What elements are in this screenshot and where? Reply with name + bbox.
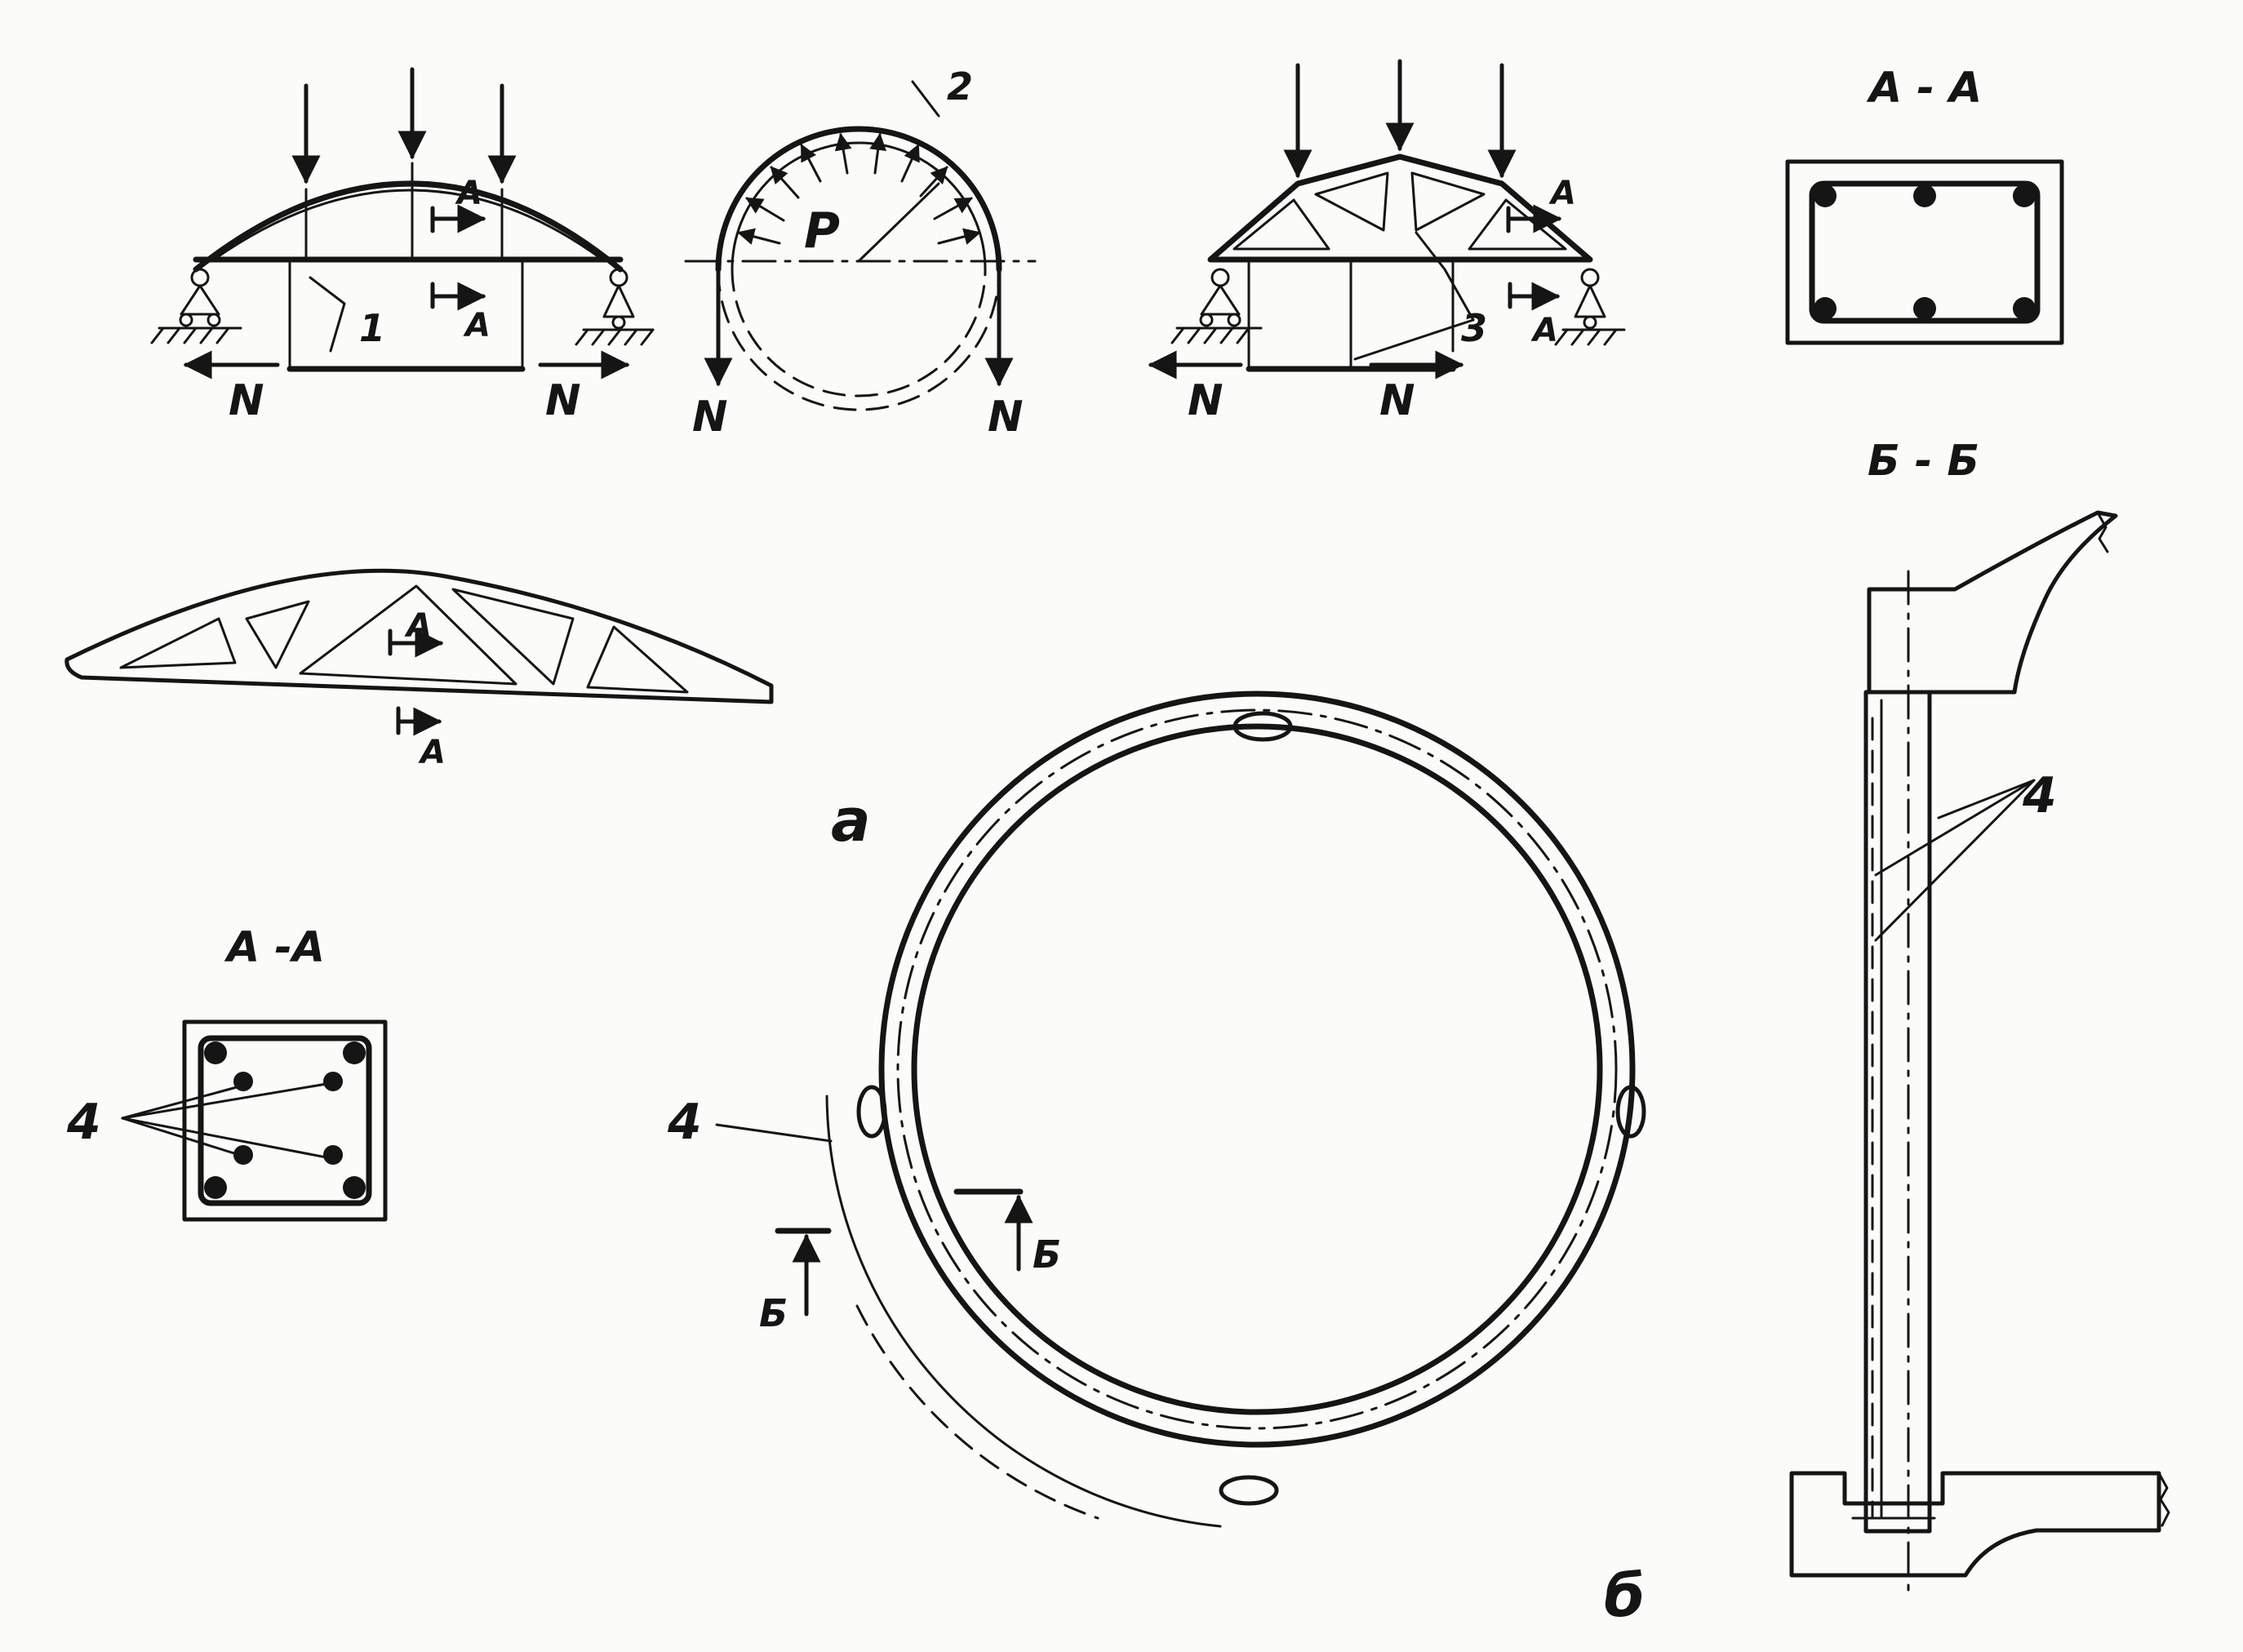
leader-4 xyxy=(1874,779,2036,942)
section-label-a: A xyxy=(455,175,482,212)
section-label-b: Б xyxy=(759,1291,788,1335)
joint xyxy=(856,1085,887,1139)
section-label-a: A xyxy=(418,734,446,771)
joint xyxy=(1233,711,1293,742)
section-mark-a xyxy=(396,708,439,733)
section-aa-top: A - A xyxy=(1785,64,2064,345)
force-label-n: N xyxy=(692,393,728,442)
ring-outer-edge xyxy=(878,691,1636,1448)
leader-4 xyxy=(121,1086,238,1120)
prestress-wire xyxy=(825,1095,1222,1528)
radius-line xyxy=(857,182,940,263)
figure-label-a: a xyxy=(831,786,871,855)
section-label-b: Б xyxy=(1033,1232,1061,1277)
leader-4 xyxy=(1874,779,2036,877)
leader-2 xyxy=(911,80,940,118)
leader-4 xyxy=(715,1123,833,1143)
pin-support-right xyxy=(1554,268,1626,346)
section-mark-a xyxy=(388,631,441,654)
pin-support-right xyxy=(575,268,655,346)
pin-support-left xyxy=(1170,268,1263,344)
truss-outline xyxy=(1207,153,1593,263)
force-label-n: N xyxy=(229,376,264,425)
arch-rib xyxy=(193,180,624,273)
ring-inner-edge xyxy=(911,723,1603,1415)
section-aa-left: A -A 4 xyxy=(66,923,388,1222)
stirrup xyxy=(1809,180,2041,324)
leader-4 xyxy=(1937,779,2036,819)
truss-scheme: A A 3 N N xyxy=(1148,59,1626,425)
leader-4 xyxy=(121,1117,238,1156)
joint xyxy=(1219,1475,1279,1506)
section-title-bb: Б - Б xyxy=(1868,437,1979,486)
ring-beam-head xyxy=(1867,510,2118,695)
wall-panel xyxy=(1863,690,1932,1534)
section-label-a: A xyxy=(1548,175,1576,212)
leader-4 xyxy=(121,1117,328,1159)
pressure-ring-scheme: 2 P N N xyxy=(684,64,1037,442)
pressure-label-p: P xyxy=(804,202,840,260)
joint xyxy=(1615,1085,1646,1139)
section-title-aa: A - A xyxy=(1866,64,1982,113)
reinforced-ring-plan: 4 Б Б xyxy=(667,691,1646,1528)
foundation xyxy=(1789,1471,2161,1578)
item-number-2: 2 xyxy=(947,64,973,109)
leader-3 xyxy=(1415,231,1475,322)
tied-arch-scheme: A A 1 N N xyxy=(150,67,655,425)
section-outline xyxy=(1785,159,2064,345)
section-bb: Б - Б 4 xyxy=(1789,437,2170,1601)
leader-4 xyxy=(121,1082,328,1120)
figure-label-b: б xyxy=(1604,1561,1645,1630)
ring-center-line xyxy=(896,708,1618,1430)
leader-1 xyxy=(309,276,346,353)
item-number-1: 1 xyxy=(359,306,385,350)
section-mark-a xyxy=(1506,208,1559,231)
item-number-3: 3 xyxy=(1461,306,1487,350)
force-label-n: N xyxy=(1188,376,1224,425)
arched-truss: A A xyxy=(64,568,774,771)
ring-lower-half xyxy=(717,268,1001,411)
force-label-n: N xyxy=(545,376,581,425)
section-label-a: A xyxy=(463,307,491,344)
section-mark-a xyxy=(1508,284,1557,307)
section-label-a: A xyxy=(1530,312,1558,349)
force-label-n: N xyxy=(988,393,1024,442)
section-label-a: A xyxy=(404,607,432,645)
ring-upper-half xyxy=(715,126,1002,273)
section-mark-a xyxy=(430,284,483,307)
stirrup xyxy=(198,1035,372,1206)
arched-truss-outline xyxy=(64,568,774,704)
section-mark-a xyxy=(430,208,483,231)
item-number-4: 4 xyxy=(66,1094,101,1151)
section-outline xyxy=(182,1019,388,1222)
pin-support-left xyxy=(150,268,242,344)
pressure-arrows xyxy=(736,132,982,245)
force-label-n: N xyxy=(1379,376,1415,425)
item-number-4: 4 xyxy=(2022,767,2057,824)
item-number-4: 4 xyxy=(667,1094,702,1151)
section-title-aa: A -A xyxy=(224,923,325,972)
